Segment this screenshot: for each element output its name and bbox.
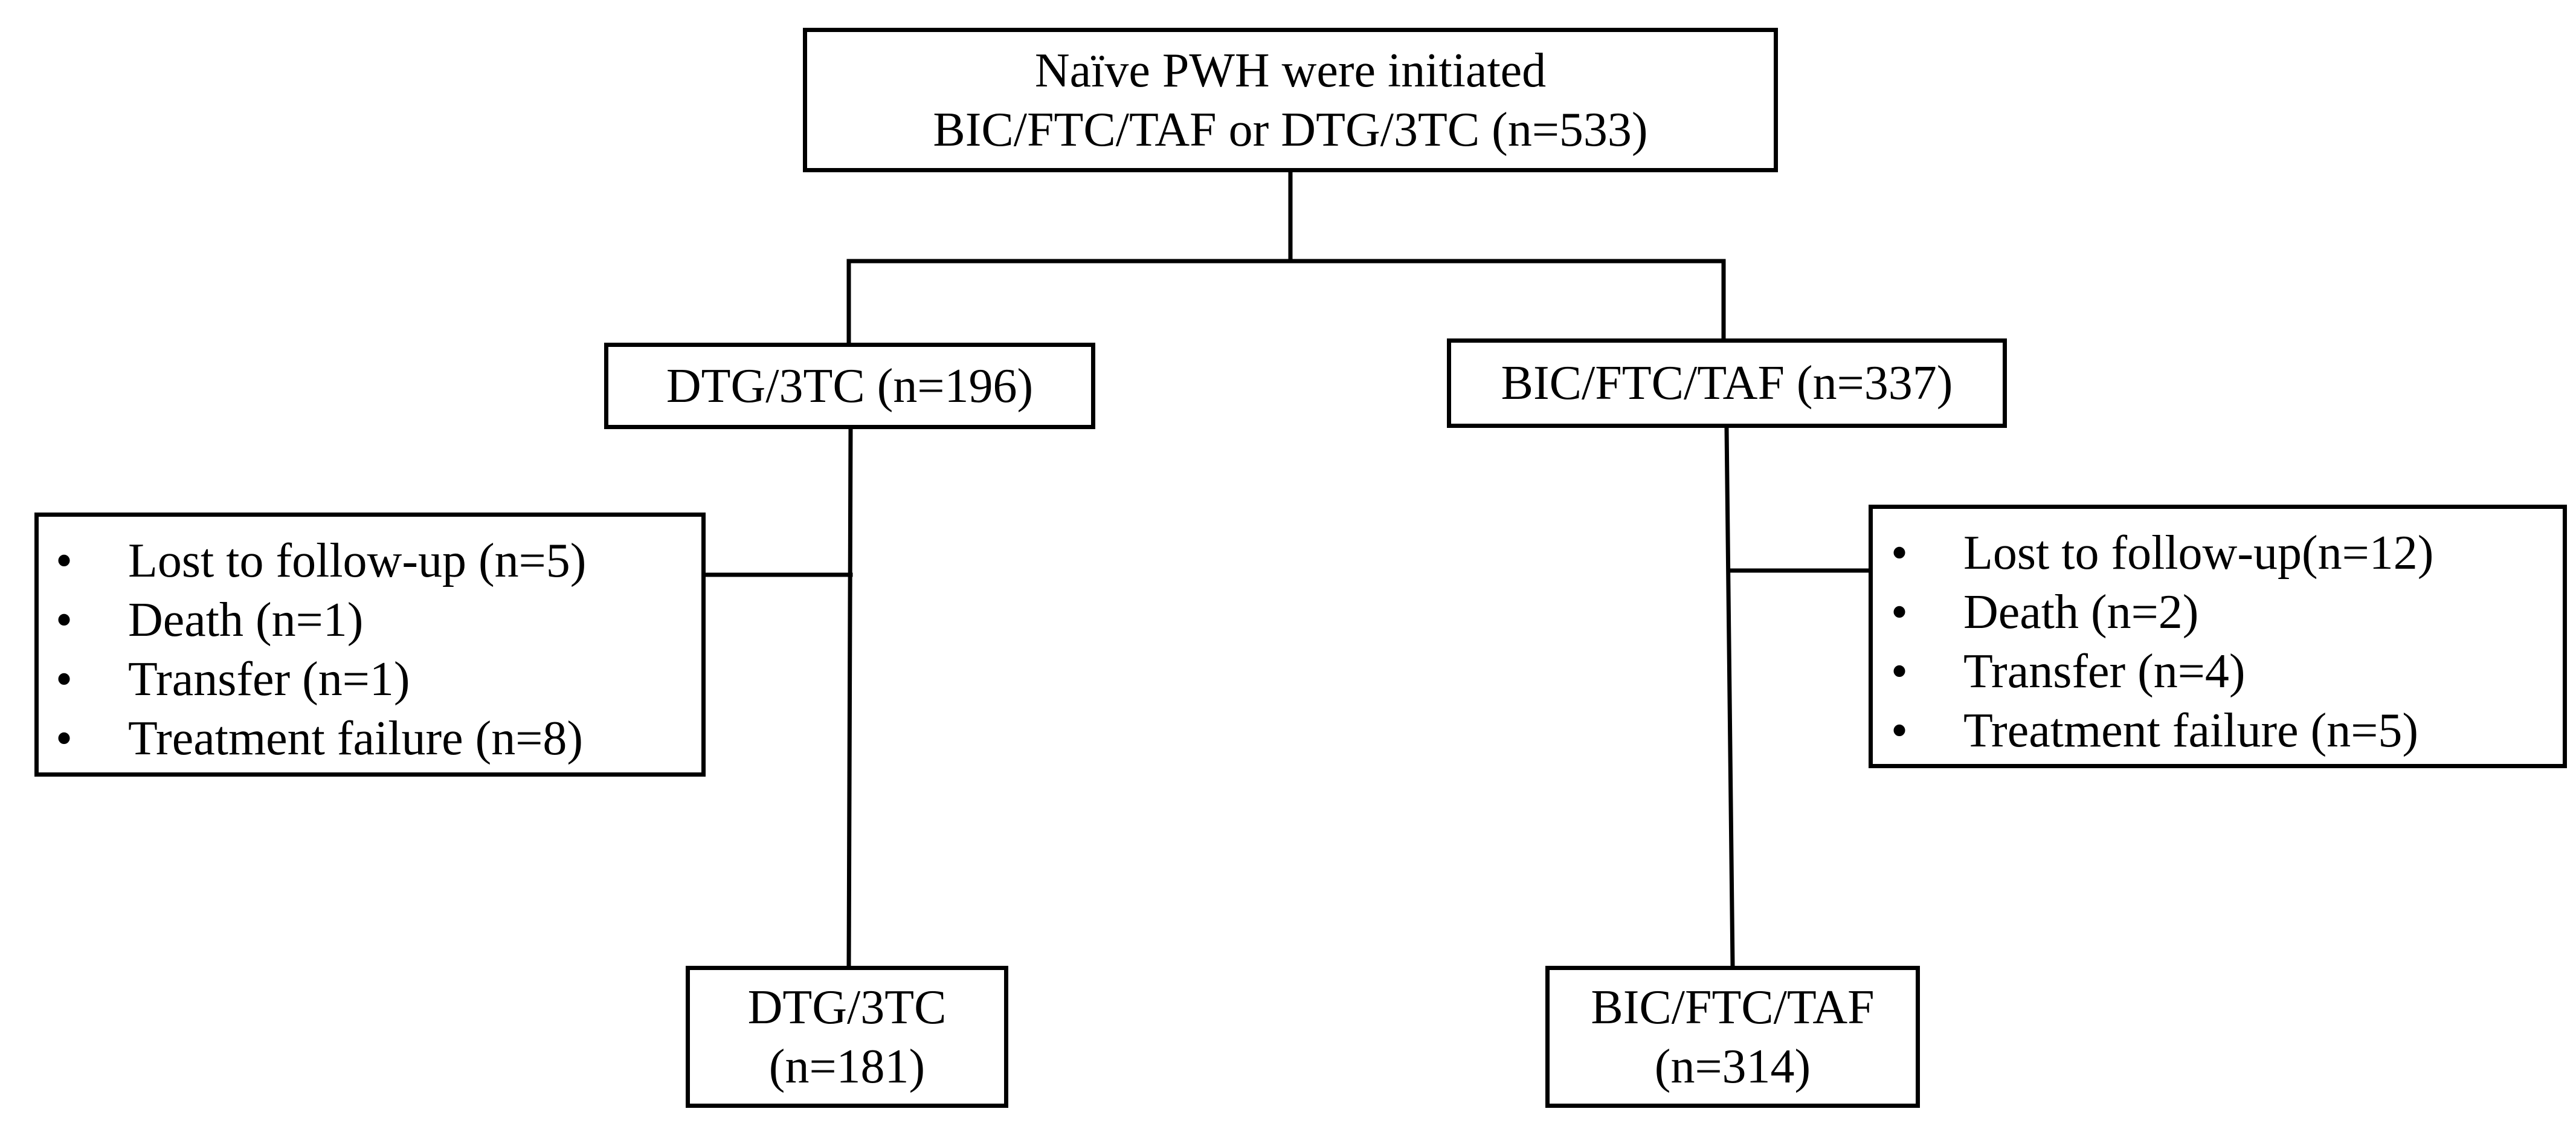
top-box-line-1: Naïve PWH were initiated — [1034, 44, 1547, 97]
left-final-line-2: (n=181) — [768, 1040, 926, 1093]
list-item: • Lost to follow-up (n=5) — [56, 531, 587, 590]
bullet-icon: • — [56, 653, 73, 706]
list-item: • Death (n=1) — [56, 590, 586, 650]
bullet-icon: • — [56, 534, 73, 587]
list-item: • Transfer (n=1) — [56, 650, 586, 709]
list-item-text: Lost to follow-up(n=12) — [1963, 526, 2434, 580]
list-item-text: Transfer (n=1) — [128, 653, 410, 706]
list-item: • Death (n=2) — [1891, 583, 2433, 642]
bullet-icon: • — [1891, 526, 1908, 580]
list-item-text: Treatment failure (n=8) — [128, 712, 584, 765]
list-item-text: Treatment failure (n=5) — [1963, 704, 2419, 757]
list-item: • Treatment failure (n=8) — [56, 709, 586, 768]
top-box: Naïve PWH were initiated BIC/FTC/TAF or … — [803, 28, 1778, 172]
bullet-icon: • — [1891, 704, 1908, 757]
bullet-icon: • — [56, 712, 73, 765]
list-item-text: Transfer (n=4) — [1963, 645, 2246, 698]
right-final-line-1: BIC/FTC/TAF — [1591, 980, 1875, 1034]
list-item: • Lost to follow-up(n=12) — [1891, 523, 2434, 583]
right-final-line-2: (n=314) — [1654, 1040, 1811, 1093]
bullet-icon: • — [1891, 645, 1908, 698]
right-exclusion-list: • Lost to follow-up(n=12) • Death (n=2) • T… — [1891, 523, 2434, 760]
list-item: • Treatment failure (n=5) — [1891, 701, 2433, 760]
left-final-line-1: DTG/3TC — [747, 980, 947, 1034]
left-arm-label: DTG/3TC (n=196) — [666, 359, 1034, 413]
right-arm-box: BIC/FTC/TAF (n=337) — [1447, 338, 2007, 428]
right-arm-label: BIC/FTC/TAF (n=337) — [1501, 357, 1953, 410]
connector-left-arm — [846, 427, 853, 968]
right-final-box: BIC/FTC/TAF (n=314) — [1545, 966, 1920, 1108]
top-box-line-2: BIC/FTC/TAF or DTG/3TC (n=533) — [933, 103, 1648, 157]
left-final-box: DTG/3TC (n=181) — [686, 966, 1008, 1108]
list-item-text: Death (n=2) — [1963, 586, 2199, 639]
left-arm-box: DTG/3TC (n=196) — [604, 343, 1095, 429]
list-item: • Transfer (n=4) — [1891, 642, 2433, 701]
list-item-text: Death (n=1) — [128, 594, 364, 647]
list-item-text: Lost to follow-up (n=5) — [128, 534, 587, 587]
connector-right-arm — [1724, 425, 1735, 968]
left-exclusion-box: • Lost to follow-up (n=5) • Death (n=1) • T… — [34, 513, 706, 777]
left-exclusion-list: • Lost to follow-up (n=5) • Death (n=1) • T… — [56, 531, 587, 768]
bullet-icon: • — [56, 594, 73, 647]
bullet-icon: • — [1891, 586, 1908, 639]
right-exclusion-box: • Lost to follow-up(n=12) • Death (n=2) • T… — [1869, 505, 2567, 768]
